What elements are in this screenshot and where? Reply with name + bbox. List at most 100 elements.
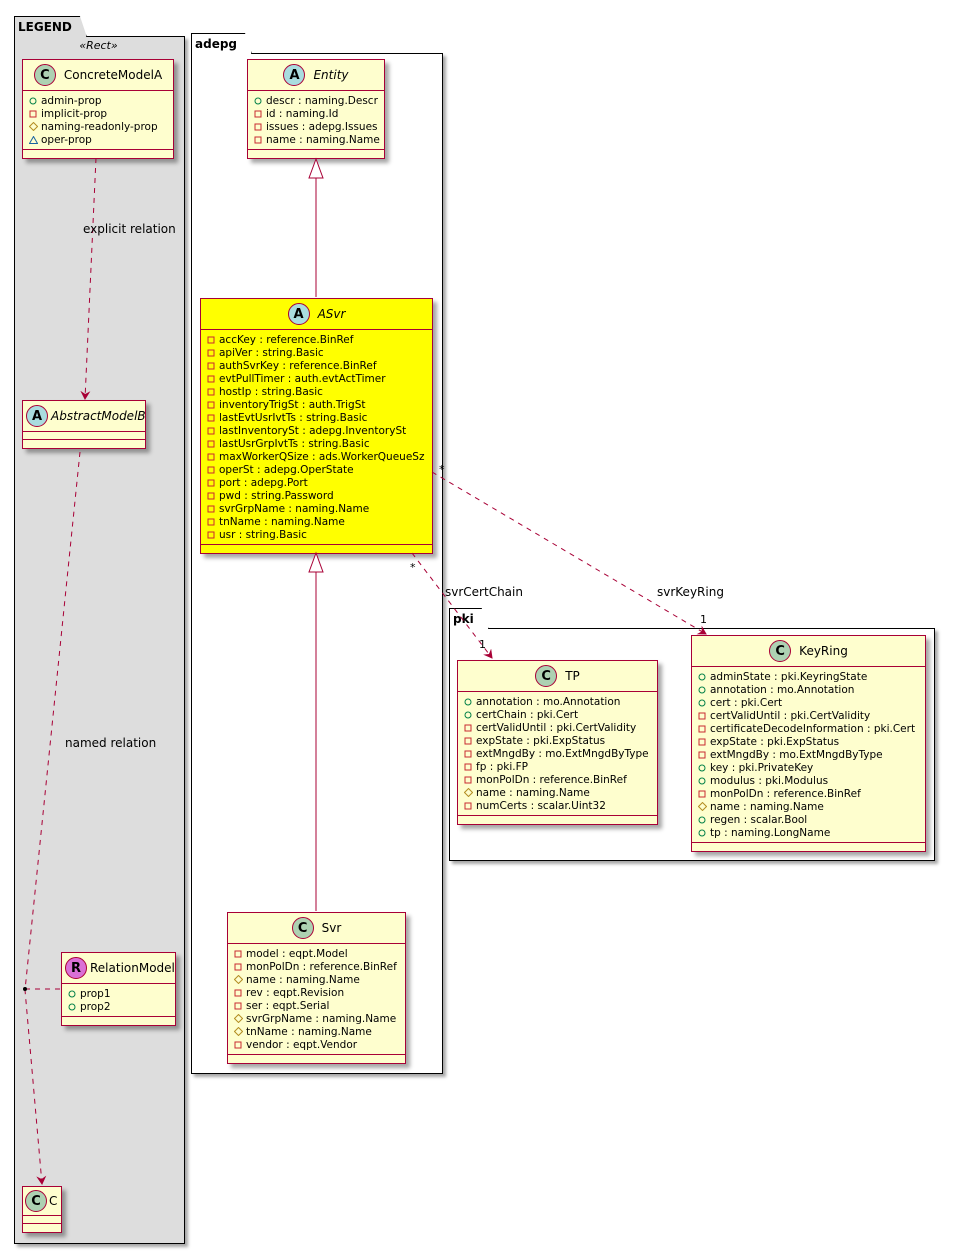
protected-visibility-icon <box>464 788 476 797</box>
adepg-package-tab: adepg <box>191 33 252 54</box>
attribute-row: regen : scalar.Bool <box>698 813 919 826</box>
attribute-row: monPolDn : reference.BinRef <box>234 960 399 973</box>
protected-visibility-icon <box>234 975 246 984</box>
class-name: KeyRing <box>799 644 848 658</box>
legend-package <box>14 36 185 1244</box>
class-name: RelationModel <box>90 961 175 975</box>
attribute-text: issues : adepg.Issues <box>266 120 378 133</box>
private-visibility-icon <box>207 531 219 539</box>
attribute-text: extMngdBy : mo.ExtMngdByType <box>476 747 649 760</box>
attribute-text: authSvrKey : reference.BinRef <box>219 359 377 372</box>
attribute-text: regen : scalar.Bool <box>710 813 808 826</box>
public-visibility-icon <box>464 698 476 706</box>
attribute-text: evtPullTimer : auth.evtActTimer <box>219 372 386 385</box>
private-visibility-icon <box>254 110 266 118</box>
private-visibility-icon <box>207 401 219 409</box>
attribute-row: issues : adepg.Issues <box>254 120 378 133</box>
private-visibility-icon <box>698 738 710 746</box>
attribute-row: vendor : eqpt.Vendor <box>234 1038 399 1051</box>
attribute-row: admin-prop <box>29 94 167 107</box>
private-visibility-icon <box>254 123 266 131</box>
attribute-row: tnName : naming.Name <box>234 1025 399 1038</box>
attribute-row: name : naming.Name <box>254 133 380 146</box>
attribute-text: prop2 <box>80 1000 111 1013</box>
attribute-text: annotation : mo.Annotation <box>476 695 621 708</box>
attribute-row: lastInventorySt : adepg.InventorySt <box>207 424 426 437</box>
public-visibility-icon <box>254 97 266 105</box>
class-name: AbstractModelB <box>51 409 146 423</box>
attribute-row: monPolDn : reference.BinRef <box>698 787 919 800</box>
svr-cert-chain-from-mult: * <box>410 561 416 574</box>
private-visibility-icon <box>207 479 219 487</box>
attribute-row: expState : pki.ExpStatus <box>698 735 919 748</box>
attribute-row: tnName : naming.Name <box>207 515 426 528</box>
private-visibility-icon <box>29 110 41 118</box>
attribute-text: apiVer : string.Basic <box>219 346 324 359</box>
attribute-row: extMngdBy : mo.ExtMngdByType <box>698 748 919 761</box>
attribute-text: tnName : naming.Name <box>246 1025 372 1038</box>
private-visibility-icon <box>207 349 219 357</box>
attribute-row: accKey : reference.BinRef <box>207 333 426 346</box>
attribute-text: expState : pki.ExpStatus <box>710 735 840 748</box>
attribute-text: name : naming.Name <box>476 786 590 799</box>
attribute-text: monPolDn : reference.BinRef <box>710 787 861 800</box>
attribute-row: descr : naming.Descr <box>254 94 378 107</box>
class-abstract-model-b[interactable]: A AbstractModelB <box>22 400 146 449</box>
attribute-text: certificateDecodeInformation : pki.Cert <box>710 722 916 735</box>
attribute-text: vendor : eqpt.Vendor <box>246 1038 358 1051</box>
attribute-text: admin-prop <box>41 94 102 107</box>
attribute-row: lastUsrGrpIvtTs : string.Basic <box>207 437 426 450</box>
attribute-row: annotation : mo.Annotation <box>698 683 919 696</box>
attribute-text: expState : pki.ExpStatus <box>476 734 606 747</box>
private-visibility-icon <box>207 492 219 500</box>
class-badge-icon: C <box>769 640 792 662</box>
attribute-text: extMngdBy : mo.ExtMngdByType <box>710 748 883 761</box>
attribute-text: port : adepg.Port <box>219 476 308 489</box>
private-visibility-icon <box>207 388 219 396</box>
private-visibility-icon <box>234 1002 246 1010</box>
attribute-row: fp : pki.FP <box>464 760 651 773</box>
attribute-row: model : eqpt.Model <box>234 947 399 960</box>
attribute-row: pwd : string.Password <box>207 489 426 502</box>
public-visibility-icon <box>464 711 476 719</box>
attribute-text: lastUsrGrpIvtTs : string.Basic <box>219 437 370 450</box>
private-visibility-icon <box>234 950 246 958</box>
attribute-row: port : adepg.Port <box>207 476 426 489</box>
attribute-row: annotation : mo.Annotation <box>464 695 651 708</box>
svr-key-ring-from-mult: * <box>439 463 445 476</box>
svr-cert-chain-label: svrCertChain <box>445 585 523 599</box>
class-name: TP <box>565 669 580 683</box>
pki-package-tab: pki <box>449 608 489 629</box>
attribute-row: numCerts : scalar.Uint32 <box>464 799 651 812</box>
abstract-badge-icon: A <box>26 405 48 427</box>
attribute-text: ser : eqpt.Serial <box>246 999 330 1012</box>
attribute-row: usr : string.Basic <box>207 528 426 541</box>
private-visibility-icon <box>207 453 219 461</box>
package-visibility-icon <box>29 135 41 144</box>
public-visibility-icon <box>698 673 710 681</box>
class-badge-icon: C <box>535 665 558 687</box>
private-visibility-icon <box>234 1041 246 1049</box>
private-visibility-icon <box>464 802 476 810</box>
protected-visibility-icon <box>234 1027 246 1036</box>
public-visibility-icon <box>698 699 710 707</box>
class-c[interactable]: C C <box>22 1186 62 1233</box>
attribute-text: certValidUntil : pki.CertValidity <box>476 721 637 734</box>
private-visibility-icon <box>234 963 246 971</box>
attribute-row: extMngdBy : mo.ExtMngdByType <box>464 747 651 760</box>
attribute-row: key : pki.PrivateKey <box>698 761 919 774</box>
attribute-row: implicit-prop <box>29 107 167 120</box>
attribute-row: prop2 <box>68 1000 169 1013</box>
attribute-text: certValidUntil : pki.CertValidity <box>710 709 871 722</box>
attribute-row: hostIp : string.Basic <box>207 385 426 398</box>
private-visibility-icon <box>207 427 219 435</box>
attribute-text: pwd : string.Password <box>219 489 334 502</box>
attribute-row: evtPullTimer : auth.evtActTimer <box>207 372 426 385</box>
